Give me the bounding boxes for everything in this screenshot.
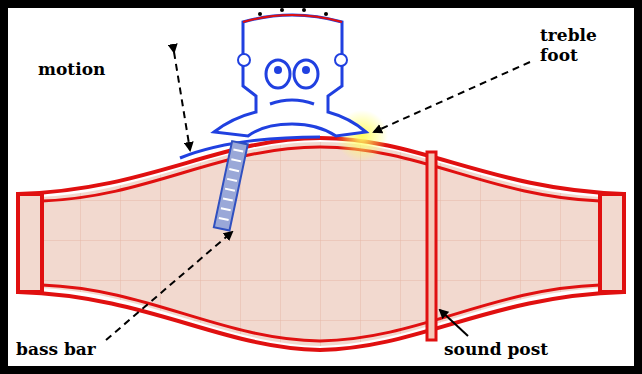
motion-arrow [174, 52, 190, 150]
bridge [214, 15, 366, 136]
bridge-hole-dot [302, 66, 310, 74]
bridge-ear [238, 54, 250, 66]
right-rib [600, 194, 624, 292]
part-label: treble foot [540, 26, 620, 65]
sound-post-leader [440, 310, 468, 336]
bridge-heart [270, 100, 314, 104]
bridge-hole-dot [274, 66, 282, 74]
left-rib [18, 194, 42, 292]
violin-body [40, 142, 602, 346]
top-plate-inner [42, 147, 600, 201]
plate-motion-highlight [180, 137, 320, 158]
part-label: sound post [444, 340, 548, 360]
bridge-hole [294, 60, 318, 88]
bass-bar-leader [106, 232, 232, 340]
motion-label: motion [38, 60, 105, 80]
treble-foot-leader [374, 62, 530, 132]
part-label: bass bar [16, 340, 96, 360]
bridge-top [243, 15, 342, 22]
bass-bar [214, 141, 248, 230]
bridge-ear [335, 54, 347, 66]
back-plate-inner [42, 285, 600, 341]
bridge-hole [266, 60, 290, 88]
sound-post [427, 152, 436, 340]
white-ground [8, 8, 634, 366]
